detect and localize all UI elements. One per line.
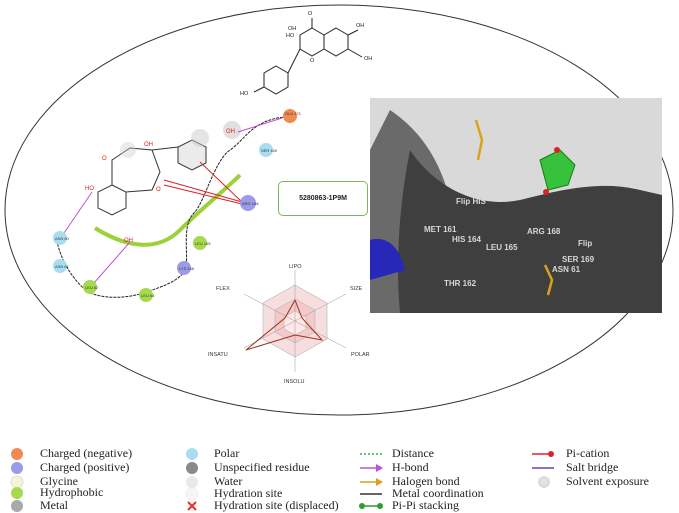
svg-text:LEU 165: LEU 165 <box>195 241 211 246</box>
legend-unspecified: Unspecified residue <box>214 461 310 474</box>
legend-icon-hydration-displaced <box>185 499 199 513</box>
pose-label-flip: Flip <box>578 239 592 248</box>
legend-icon-charged-negative <box>10 447 24 461</box>
pose-label-ala58: ALA 58 <box>480 155 508 164</box>
residue-asn61: ASN 61 <box>53 259 70 273</box>
svg-text:GLU 171: GLU 171 <box>285 111 302 116</box>
legend-distance: Distance <box>392 447 434 460</box>
pose-label-met161: MET 161 <box>424 225 457 234</box>
label-oh-3: OH <box>364 56 372 62</box>
interaction-diagram: O OH HO O OH OH GLU 171 SER 169 ARG 168 … <box>53 109 302 302</box>
svg-text:SER 169: SER 169 <box>261 148 278 153</box>
legend-icon-unspecified <box>185 461 199 475</box>
residue-glu: GLU 171 <box>283 109 302 123</box>
pose-label-leu57: LEU 57 <box>486 111 514 120</box>
legend-hydration-displaced: Hydration site (displaced) <box>214 499 339 512</box>
pose-label-thr162: THR 162 <box>444 279 477 288</box>
residue-leu62: LEU 62 <box>83 280 99 294</box>
label-o-ring: O <box>310 58 315 64</box>
legend-solvent-exposure: Solvent exposure <box>566 475 649 488</box>
legend-icon-pication <box>530 447 558 461</box>
svg-text:LEU 64: LEU 64 <box>141 293 155 298</box>
legend-hbond: H-bond <box>392 461 429 474</box>
legend-icon-metal <box>10 499 24 513</box>
radar-axis-polar: POLAR <box>351 352 370 358</box>
legend-icon-hydrophobic <box>10 486 24 500</box>
pose-panel: LEU 57 ALA 58 Flip HIS MET 161 HIS 164 L… <box>370 98 662 313</box>
radar-axis-flex: FLEX <box>216 286 230 292</box>
ligand-structure-top <box>254 18 362 94</box>
atom-oh-2: OH <box>226 129 235 135</box>
residue-arg: ARG 168 <box>240 195 259 211</box>
legend-icon-pipi <box>358 499 386 513</box>
legend-pication: Pi-cation <box>566 447 609 460</box>
legend-icon-solvent-exposure <box>537 475 551 489</box>
label-oh-1: OH <box>356 23 364 29</box>
legend-icon-charged-positive <box>10 461 24 475</box>
compound-id-box: 5280863-1P9M <box>278 181 368 216</box>
atom-o-2: O <box>156 187 161 193</box>
atom-o-1: O <box>102 156 107 162</box>
svg-text:LYS 166: LYS 166 <box>179 266 195 271</box>
residue-asn60: ASN 60 <box>53 231 70 245</box>
svg-text:ASN 60: ASN 60 <box>55 236 70 241</box>
radar-axis-insatu: INSATU <box>208 352 228 358</box>
legend-polar: Polar <box>214 447 239 460</box>
legend-icon-salt-bridge <box>530 461 558 475</box>
atom-oh-1: OH <box>144 142 153 148</box>
pose-label-leu165: LEU 165 <box>486 243 518 252</box>
svg-text:LEU 62: LEU 62 <box>85 285 99 290</box>
label-ho-1: HO <box>286 33 295 39</box>
legend-salt-bridge: Salt bridge <box>566 461 618 474</box>
residue-leu165: LEU 165 <box>193 236 211 250</box>
radar-axis-lipo: LIPO <box>289 264 302 270</box>
atom-ho-1: HO <box>85 186 94 192</box>
legend-pipi: Pi-Pi stacking <box>392 499 459 512</box>
svg-text:ARG 168: ARG 168 <box>242 201 259 206</box>
label-oh-2: OH <box>288 26 296 32</box>
pose-label-ser169: SER 169 <box>562 255 595 264</box>
legend-icon-hbond <box>358 461 386 475</box>
legend-charged-positive: Charged (positive) <box>40 461 129 474</box>
pose-label-arg168: ARG 168 <box>527 227 561 236</box>
radar-chart: LIPO SIZE POLAR INSOLU INSATU FLEX <box>208 264 370 385</box>
pose-label-his164: HIS 164 <box>452 235 481 244</box>
residue-leu64: LEU 64 <box>139 288 155 302</box>
svg-text:ASN 61: ASN 61 <box>55 264 70 269</box>
radar-axis-insolu: INSOLU <box>284 379 305 385</box>
legend-icon-distance <box>358 447 386 461</box>
legend-metal: Metal <box>40 499 68 512</box>
pose-label-flip-his: Flip HIS <box>456 197 486 206</box>
label-o-top: O <box>308 11 313 17</box>
residue-ser: SER 169 <box>259 143 278 157</box>
pose-label-asn61: ASN 61 <box>552 265 581 274</box>
radar-axis-size: SIZE <box>350 286 363 292</box>
label-ho-2: HO <box>240 91 249 97</box>
legend-icon-polar <box>185 447 199 461</box>
residue-lys: LYS 166 <box>177 261 195 275</box>
legend-charged-negative: Charged (negative) <box>40 447 132 460</box>
